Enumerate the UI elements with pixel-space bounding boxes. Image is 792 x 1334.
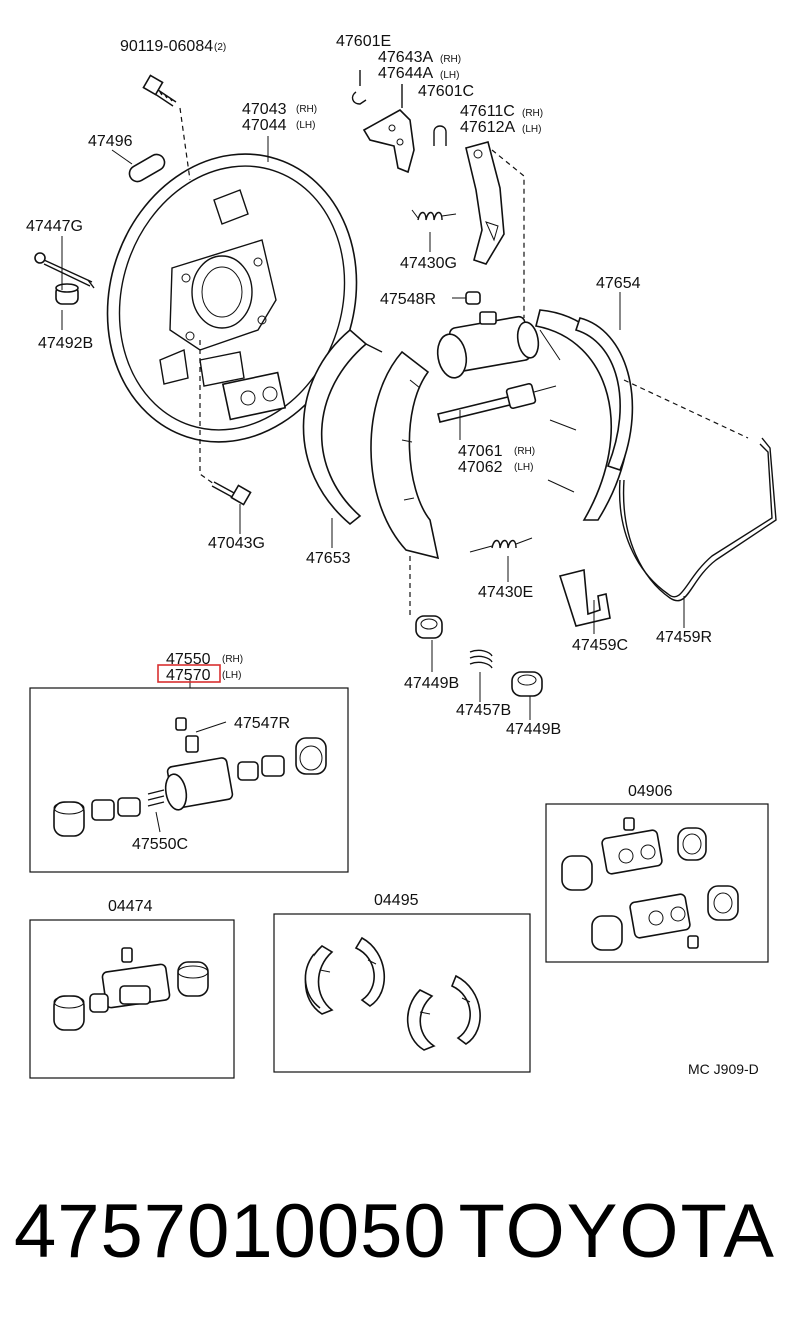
shoe-47653 [302, 328, 383, 526]
box-47550 [29, 687, 349, 873]
part-highlight [157, 664, 221, 683]
label-47043: 47043 [242, 101, 287, 118]
label-47062-lh: (LH) [514, 462, 533, 473]
label-47653: 47653 [306, 550, 351, 567]
spring-47457B [469, 649, 493, 669]
label-47430G: 47430G [400, 255, 457, 272]
bolt-47043G [211, 481, 252, 506]
label-47550C: 47550C [132, 836, 188, 853]
label-47643A: 47643A [378, 49, 433, 66]
label-47643A-rh: (RH) [440, 54, 461, 65]
clip-47601E [351, 70, 367, 105]
label-04906: 04906 [628, 783, 673, 800]
clip-47601C [433, 125, 447, 146]
label-47457B: 47457B [456, 702, 511, 719]
bolt-90119 [142, 74, 177, 107]
label-47492B: 47492B [38, 335, 93, 352]
exploded-parts-diagram: 90119-06084 (2) 47601E 47643A (RH) 47644… [26, 33, 777, 1079]
label-90119-qty: (2) [214, 42, 226, 53]
label-47044: 47044 [242, 117, 287, 134]
spring-47430E [469, 537, 533, 553]
label-47496: 47496 [88, 133, 133, 150]
label-47449B-lower: 47449B [506, 721, 561, 738]
label-47570-lh: (LH) [222, 670, 241, 681]
kit-04906-parts [561, 817, 739, 951]
clip-47459C [558, 568, 611, 627]
label-47654: 47654 [596, 275, 641, 292]
label-47550: 47550 [166, 651, 211, 668]
label-47449B-upper: 47449B [404, 675, 459, 692]
lever-47611C [465, 141, 505, 265]
label-47570: 47570 [166, 667, 211, 684]
kit-04474-parts [53, 947, 209, 1031]
cup-47492B [55, 283, 79, 305]
label-47044-lh: (LH) [296, 120, 315, 131]
kit-04495-parts [304, 936, 481, 1051]
label-47611C: 47611C [460, 103, 515, 120]
label-47550-rh: (RH) [222, 654, 243, 665]
label-47548R: 47548R [380, 291, 436, 308]
plug-47496 [128, 153, 166, 183]
box-04495 [273, 913, 531, 1073]
cup-47449B-lower [511, 671, 543, 697]
shoe-inner [370, 350, 440, 560]
label-47447G: 47447G [26, 218, 83, 235]
label-47611C-rh: (RH) [522, 108, 543, 119]
label-04495: 04495 [374, 892, 419, 909]
brand-name: TOYOTA [458, 1189, 776, 1274]
label-47612A-lh: (LH) [522, 124, 541, 135]
lever-47643A [362, 109, 415, 174]
label-47062: 47062 [458, 459, 503, 476]
label-47612A: 47612A [460, 119, 515, 136]
kit-47550-parts [53, 717, 327, 837]
label-90119: 90119-06084 [120, 38, 213, 55]
label-04474: 04474 [108, 898, 153, 915]
backing-plate [106, 153, 358, 443]
label-47644A-lh: (LH) [440, 70, 459, 81]
diagram-code: MC J909-D [688, 1061, 759, 1077]
box-04474 [29, 919, 235, 1079]
spring-47430G [411, 209, 457, 221]
label-47644A: 47644A [378, 65, 433, 82]
box-04906 [545, 803, 769, 963]
label-47043-rh: (RH) [296, 104, 317, 115]
wheel-cylinder [436, 311, 540, 379]
label-47459C: 47459C [572, 637, 628, 654]
label-47061-rh: (RH) [514, 446, 535, 457]
label-47061: 47061 [458, 443, 503, 460]
part-labels: 90119-06084 (2) 47601E 47643A (RH) 47644… [26, 33, 759, 1077]
label-47547R: 47547R [234, 715, 290, 732]
adjuster-47061 [437, 382, 557, 423]
label-47430E: 47430E [478, 584, 533, 601]
bleeder-47548R [452, 291, 481, 305]
cup-47449B-upper [415, 615, 443, 639]
footer: 4757010050 TOYOTA [0, 1188, 792, 1288]
shoe-47654 [535, 309, 634, 521]
part-number: 4757010050 [14, 1189, 447, 1274]
label-47601C: 47601C [418, 83, 474, 100]
cable-47459R [618, 379, 777, 602]
label-47601E: 47601E [336, 33, 391, 50]
pin-47447G [34, 252, 95, 289]
label-47459R: 47459R [656, 629, 712, 646]
label-47043G: 47043G [208, 535, 265, 552]
